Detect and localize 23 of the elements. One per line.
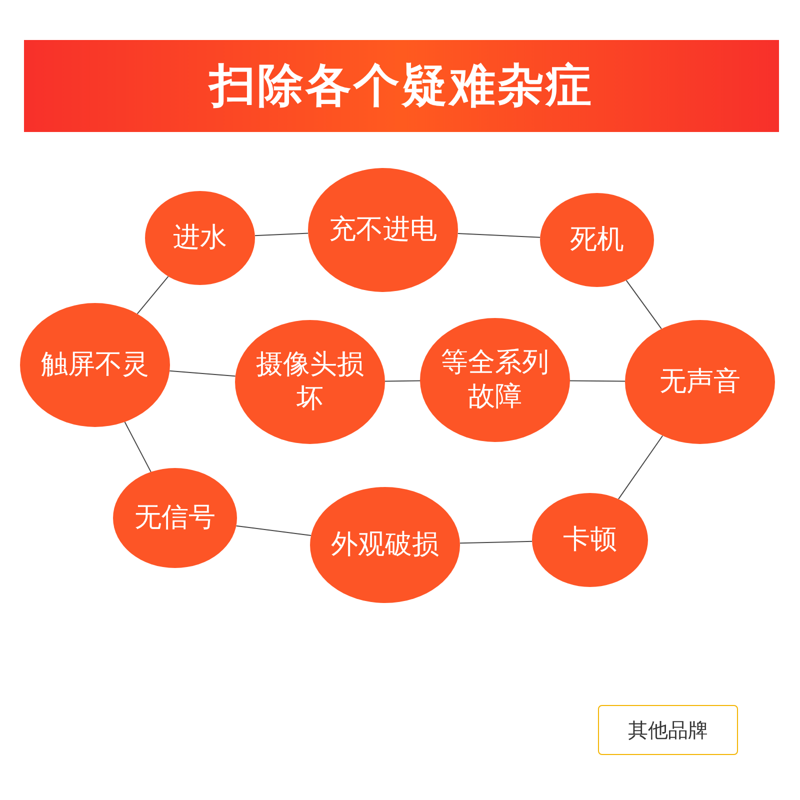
- title: 扫除各个疑难杂症: [210, 57, 594, 114]
- problem-ellipse: 无声音: [625, 320, 775, 444]
- connector-line: [626, 280, 662, 330]
- problem-ellipse: 摄像头损坏: [235, 320, 385, 444]
- connector-line: [124, 421, 152, 472]
- problem-ellipse: 等全系列故障: [420, 318, 570, 442]
- problem-ellipse: 进水: [145, 191, 255, 285]
- problem-ellipse: 外观破损: [310, 487, 460, 603]
- connector-line: [570, 380, 626, 382]
- connector-line: [618, 435, 664, 500]
- connector-line: [236, 525, 312, 536]
- connector-line: [136, 276, 169, 314]
- connector-line: [384, 380, 420, 382]
- problem-ellipse: 无信号: [113, 468, 237, 568]
- connector-line: [459, 540, 533, 544]
- connector-line: [254, 232, 309, 236]
- problem-ellipse: 死机: [540, 193, 654, 287]
- brand-box: 其他品牌: [598, 705, 738, 755]
- connector-line: [457, 233, 541, 238]
- problem-ellipse: 卡顿: [532, 493, 648, 587]
- problem-ellipse: 充不进电: [308, 168, 458, 292]
- connector-line: [169, 370, 236, 377]
- problem-ellipse: 触屏不灵: [20, 303, 170, 427]
